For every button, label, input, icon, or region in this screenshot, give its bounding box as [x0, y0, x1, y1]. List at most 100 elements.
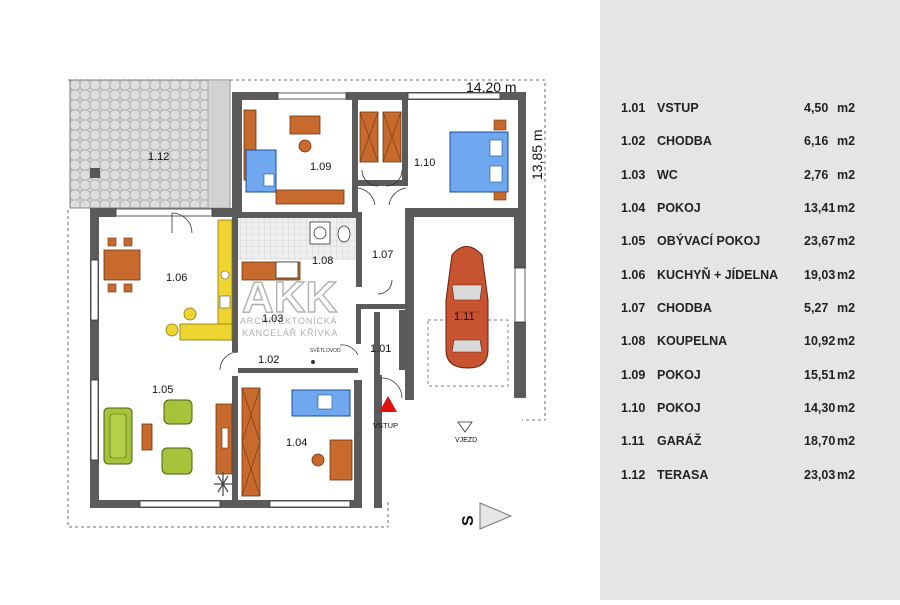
room-name: POKOJ [657, 368, 701, 382]
doors [171, 169, 407, 399]
room-1-09-furniture [243, 109, 402, 205]
legend-row: 1.01 VSTUP 4,50 m2 [621, 101, 881, 121]
room-number: 1.07 [621, 301, 646, 315]
car-icon [427, 246, 509, 387]
room-labels: 1.12 1.09 1.10 1.06 1.08 1.07 1.03 1.11 … [148, 151, 475, 449]
room-number: 1.11 [621, 434, 645, 448]
area-unit: m2 [837, 268, 856, 282]
entrance-marker-icon [379, 396, 397, 412]
area-unit: m2 [837, 234, 856, 248]
room-name: KUCHYŇ + JÍDELNA [657, 268, 779, 282]
room-name: WC [657, 168, 678, 182]
bathroom-tiles [236, 218, 356, 260]
drive-label: VJEZD [455, 437, 477, 444]
room-area: 18,70 [804, 434, 836, 448]
room-area: 6,16 [804, 134, 829, 148]
room-label: 1.02 [258, 354, 279, 366]
entrance-label: VSTUP [373, 421, 398, 430]
room-1-04-furniture [241, 387, 353, 497]
area-unit: m2 [837, 334, 856, 348]
room-number: 1.03 [621, 168, 646, 182]
area-unit: m2 [837, 468, 856, 482]
room-label: 1.01 [370, 343, 391, 355]
skylight-label: SVĚTLOVOD [310, 346, 341, 354]
room-area: 13,41 [804, 201, 836, 215]
room-label: 1.03 [262, 313, 283, 325]
room-number: 1.02 [621, 134, 646, 148]
room-label: 1.07 [372, 249, 393, 261]
north-label: S [460, 515, 477, 526]
room-number: 1.08 [621, 334, 646, 348]
watermark-line-1: ARCHITEKTONICKÁ [240, 316, 337, 326]
area-unit: m2 [837, 134, 856, 148]
room-name: KOUPELNA [657, 334, 728, 348]
living-room-furniture [103, 399, 233, 496]
grill-icon [90, 168, 100, 178]
room-number: 1.12 [621, 468, 646, 482]
room-name: CHODBA [657, 134, 712, 148]
terrace-1-12 [69, 79, 231, 209]
room-area: 23,03 [804, 468, 836, 482]
room-label: 1.08 [312, 255, 333, 267]
plant-icon [214, 472, 232, 496]
room-number: 1.05 [621, 234, 646, 248]
room-number: 1.04 [621, 201, 646, 215]
room-number: 1.01 [621, 101, 646, 115]
room-label: 1.06 [166, 272, 187, 284]
room-area: 10,92 [804, 334, 836, 348]
room-number: 1.06 [621, 268, 646, 282]
room-1-10-furniture [449, 119, 509, 201]
room-area: 23,67 [804, 234, 836, 248]
room-name: TERASA [657, 468, 709, 482]
room-label: 1.04 [286, 437, 307, 449]
room-name: POKOJ [657, 201, 701, 215]
watermark-logo-text: AKK [242, 273, 338, 322]
area-unit: m2 [837, 434, 856, 448]
room-area: 19,03 [804, 268, 836, 282]
room-label: 1.05 [152, 384, 173, 396]
area-unit: m2 [837, 401, 856, 415]
room-area: 4,50 [804, 101, 829, 115]
watermark-logo: AKK ARCHITEKTONICKÁ KANCELÁŘ KŘIVKA [240, 272, 338, 338]
room-area: 2,76 [804, 168, 829, 182]
room-area: 14,30 [804, 401, 836, 415]
depth-dimension: 13,85 m [529, 129, 545, 180]
room-name: CHODBA [657, 301, 712, 315]
room-label: 1.10 [414, 157, 435, 169]
skylight-icon [311, 360, 315, 364]
area-unit: m2 [837, 301, 856, 315]
area-unit: m2 [837, 101, 856, 115]
room-label: 1.12 [148, 151, 169, 163]
room-label: 1.11 [454, 311, 475, 323]
bathroom-fixtures [241, 221, 351, 281]
drive-marker-icon [457, 421, 473, 433]
area-unit: m2 [837, 368, 856, 382]
width-dimension: 14,20 m [466, 79, 517, 95]
area-unit: m2 [837, 168, 856, 182]
room-area: 15,51 [804, 368, 836, 382]
room-label: 1.09 [310, 161, 331, 173]
legend-row: 1.02 CHODBA 6,16 m2 [621, 134, 881, 154]
kitchen-dining-furniture [103, 219, 233, 341]
area-unit: m2 [837, 201, 856, 215]
legend-row: 1.03 WC 2,76 m2 [621, 168, 881, 188]
room-number: 1.09 [621, 368, 646, 382]
room-name: GARÁŽ [657, 434, 702, 448]
legend-row: 1.07 CHODBA 5,27 m2 [621, 301, 881, 321]
room-name: VSTUP [657, 101, 699, 115]
north-arrow: S [460, 502, 513, 530]
floor-plan: 14,20 m 13,85 m [67, 79, 546, 530]
windows [90, 92, 526, 508]
room-area: 5,27 [804, 301, 829, 315]
floor-plan-drawing: 14,20 m 13,85 m [67, 79, 546, 530]
watermark-line-2: KANCELÁŘ KŘIVKA [242, 328, 338, 338]
